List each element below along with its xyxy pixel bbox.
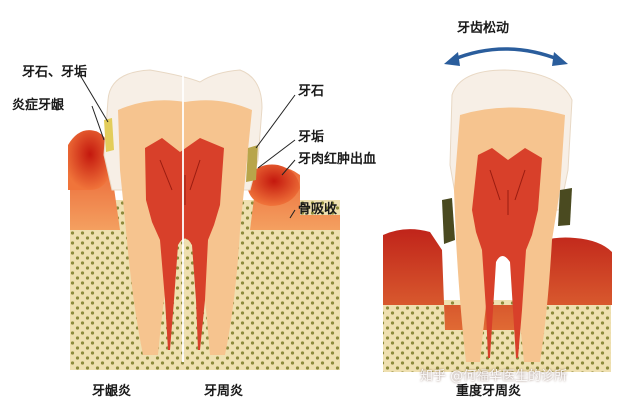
inflamed-gum-left [68,130,112,190]
label-gum-swelling-bleeding: 牙肉红肿出血 [298,152,377,167]
label-plaque-right: 牙垢 [298,130,325,145]
label-tartar-plaque-left: 牙石、牙垢 [22,65,88,80]
tartar-left [104,118,114,152]
gum-severe [383,229,612,330]
label-tartar-right: 牙石 [298,84,325,99]
right-panel [383,47,612,372]
left-panel [68,69,340,370]
gum-left [70,141,340,230]
tartar-right [246,145,258,182]
label-severe-periodontitis: 重度牙周炎 [456,384,522,399]
tooth-right-pulp [472,148,542,358]
label-inflamed-gum: 炎症牙龈 [12,98,65,113]
swollen-gum-right [248,164,300,206]
label-tooth-loosening: 牙齿松动 [457,21,510,36]
label-bone-resorption: 骨吸收 [298,202,338,217]
label-gingivitis: 牙龈炎 [92,384,132,399]
label-periodontitis: 牙周炎 [204,384,244,399]
tooth-left-pulp [145,138,224,350]
loosening-arrow-icon [444,47,568,66]
watermark: 知乎 @何福华医生的诊所 [420,369,568,384]
